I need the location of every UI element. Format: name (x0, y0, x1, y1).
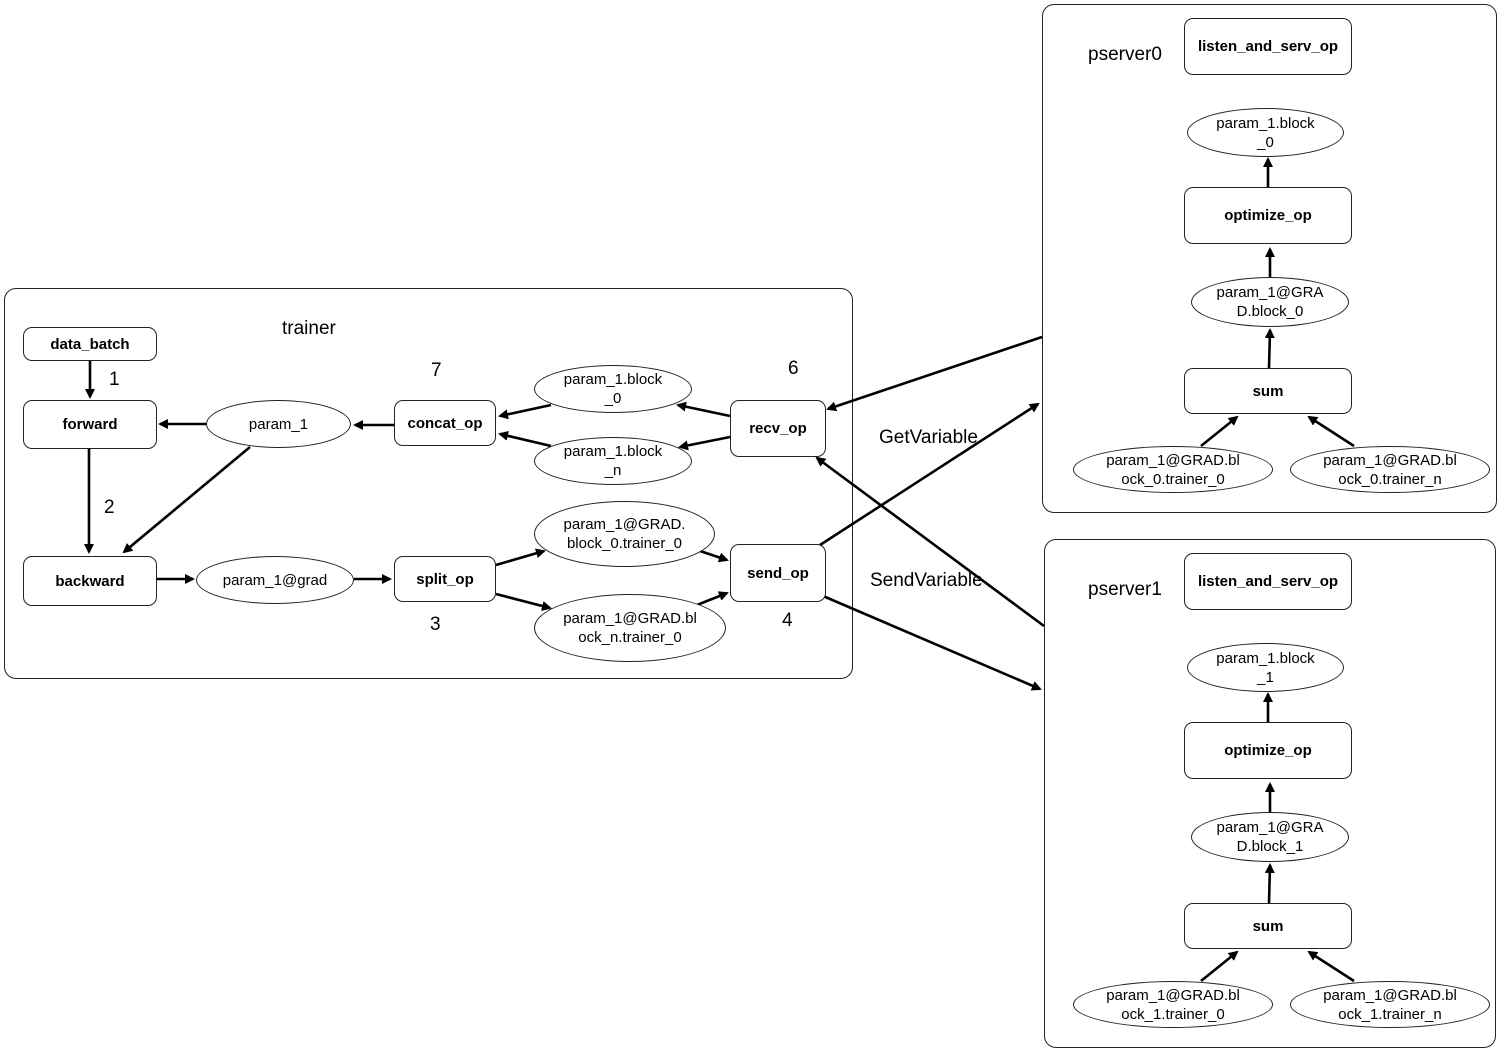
ps1-edge-sum-gradblock (1264, 863, 1275, 904)
ps1-grad-block-node: param_1@GRA D.block_1 (1191, 812, 1349, 862)
ps0-listen-and-serv-node: listen_and_serv_op (1184, 18, 1352, 75)
pserver0-title: pserver0 (1088, 44, 1162, 65)
grad-block-n-trainer-0-node: param_1@GRAD.bl ock_n.trainer_0 (534, 594, 726, 662)
ps0-grad-trainer-0-node: param_1@GRAD.bl ock_0.trainer_0 (1073, 446, 1273, 493)
pserver1-title: pserver1 (1088, 579, 1162, 600)
ps1-grad-trainer-n-node: param_1@GRAD.bl ock_1.trainer_n (1290, 981, 1490, 1028)
grad-block-0-trainer-0-node: param_1@GRAD. block_0.trainer_0 (534, 501, 715, 567)
ps0-param-block-node: param_1.block _0 (1187, 108, 1344, 157)
ps1-optimize-op-node: optimize_op (1184, 722, 1352, 779)
edge-send-pserver0 (819, 402, 1040, 547)
ps1-param-block-node: param_1.block _1 (1187, 643, 1344, 692)
split-op-node: split_op (394, 556, 496, 602)
ps1-grad-trainer-0-node: param_1@GRAD.bl ock_1.trainer_0 (1073, 981, 1273, 1028)
step-4-label: 4 (782, 610, 793, 631)
ps0-edge-trainer0-sum (1200, 415, 1239, 448)
edge-recv-blockn (678, 435, 731, 451)
edge-block0-concat (498, 403, 552, 420)
edge-gradblockn-send (696, 591, 729, 607)
edge-gradblock0-send (696, 548, 729, 563)
edge-pserver0-recv (826, 335, 1043, 412)
edge-recv-block0 (676, 401, 731, 418)
ps0-edge-trainern-sum (1307, 415, 1355, 448)
recv-op-node: recv_op (730, 400, 826, 457)
step-3-label: 3 (430, 614, 441, 635)
ps0-sum-node: sum (1184, 368, 1352, 414)
step-2-label: 2 (104, 497, 115, 518)
ps1-edge-trainern-sum (1307, 950, 1355, 983)
ps1-sum-node: sum (1184, 903, 1352, 949)
step-1-label: 1 (109, 369, 120, 390)
ps1-edge-trainer0-sum (1200, 950, 1239, 983)
param-1-node: param_1 (206, 400, 351, 448)
forward-node: forward (23, 400, 157, 449)
step-6-label: 6 (788, 358, 799, 379)
data-batch-node: data_batch (23, 327, 157, 361)
param-grad-node: param_1@grad (196, 556, 354, 604)
ps0-edge-sum-gradblock (1264, 328, 1275, 369)
send-op-node: send_op (730, 544, 826, 602)
pserver1-cluster (1044, 539, 1496, 1048)
edge-send-pserver1 (822, 594, 1042, 691)
concat-op-node: concat_op (394, 400, 496, 446)
edge-split-gradblock0 (495, 548, 546, 567)
backward-node: backward (23, 556, 157, 606)
edge-pserver1-recv (815, 456, 1045, 628)
edge-param-backward (122, 446, 251, 554)
ps0-grad-trainer-n-node: param_1@GRAD.bl ock_0.trainer_n (1290, 446, 1490, 493)
step-7-label: 7 (431, 360, 442, 381)
pserver0-cluster (1042, 4, 1497, 513)
ps1-listen-and-serv-node: listen_and_serv_op (1184, 553, 1352, 610)
ps0-optimize-op-node: optimize_op (1184, 187, 1352, 244)
edge-split-gradblockn (495, 592, 552, 611)
param-block-0-node: param_1.block _0 (534, 365, 692, 413)
send-variable-label: SendVariable (870, 570, 983, 591)
ps0-grad-block-node: param_1@GRA D.block_0 (1191, 277, 1349, 327)
trainer-title: trainer (282, 318, 336, 339)
get-variable-label: GetVariable (879, 427, 978, 448)
param-block-n-node: param_1.block _n (534, 437, 692, 485)
edge-blockn-concat (498, 430, 552, 448)
